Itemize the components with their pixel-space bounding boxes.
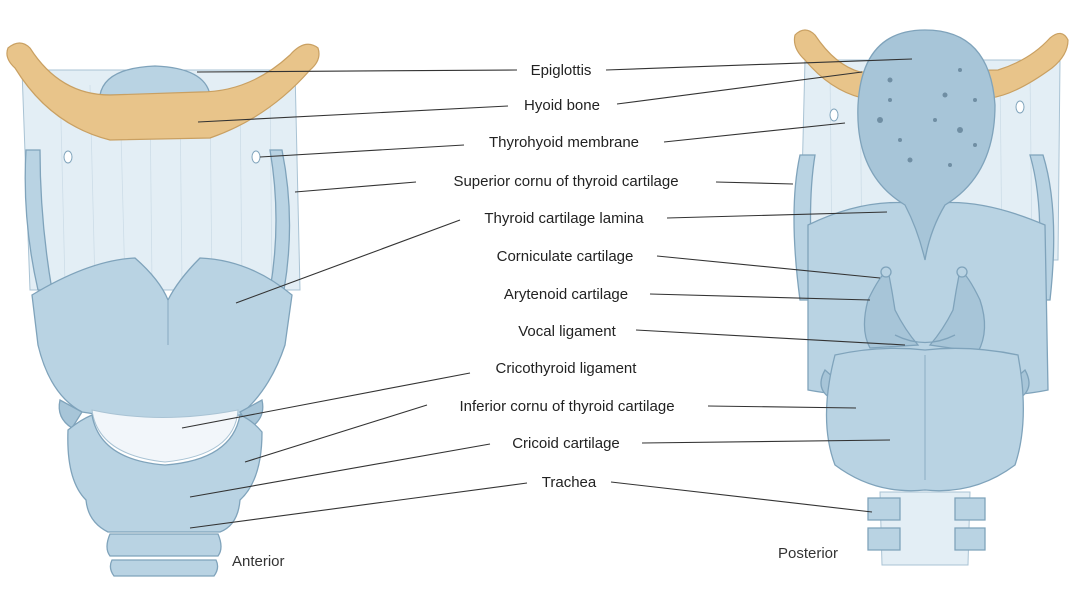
posterior-vocal-ligament <box>894 334 956 344</box>
leader-epiglottis-posterior <box>605 58 913 71</box>
posterior-epiglottis-pits <box>877 68 977 167</box>
leader-thyrohyoid-posterior <box>663 122 846 143</box>
leader-thyroid-lamina-anterior <box>235 219 461 304</box>
posterior-trachea-ring-right-1 <box>954 497 986 521</box>
anterior-membrane-fibres <box>59 79 273 286</box>
anterior-cricoid-cartilage <box>67 414 263 533</box>
leader-thyrohyoid-anterior <box>259 144 465 158</box>
posterior-view-label: Posterior <box>778 545 838 562</box>
leader-cricothyroid-anterior <box>181 372 471 429</box>
leader-superior-cornu-posterior <box>715 181 794 185</box>
label-thyrohyoid-membrane: Thyrohyoid membrane <box>489 134 639 151</box>
posterior-trachea-ring-left-2 <box>867 527 901 551</box>
leader-corniculate-posterior <box>656 255 881 279</box>
leader-hyoid-posterior <box>616 71 863 105</box>
label-epiglottis: Epiglottis <box>531 62 592 79</box>
leader-epiglottis-anterior <box>196 69 518 73</box>
leader-trachea-anterior <box>189 482 528 529</box>
anterior-foramen-right <box>251 150 261 164</box>
leader-trachea-posterior <box>610 481 873 513</box>
leader-arytenoid-posterior <box>649 293 871 301</box>
posterior-foramen-left <box>829 108 839 122</box>
label-hyoid-bone: Hyoid bone <box>524 97 600 114</box>
anterior-hyoid-bone <box>6 42 320 141</box>
anterior-trachea-ring-1 <box>106 533 222 557</box>
posterior-trachea-ring-left-1 <box>867 497 901 521</box>
leader-cricoid-posterior <box>641 439 891 444</box>
label-vocal-ligament: Vocal ligament <box>518 323 616 340</box>
label-arytenoid: Arytenoid cartilage <box>504 286 628 303</box>
label-thyroid-lamina: Thyroid cartilage lamina <box>484 210 644 227</box>
label-trachea: Trachea <box>542 474 597 491</box>
leader-cricoid-anterior <box>189 443 491 498</box>
leader-thyroid-lamina-posterior <box>666 211 888 219</box>
label-inferior-cornu: Inferior cornu of thyroid cartilage <box>459 398 674 415</box>
label-superior-cornu: Superior cornu of thyroid cartilage <box>453 173 678 190</box>
leader-inferior-cornu-anterior <box>244 404 428 463</box>
leader-vocal-ligament-posterior <box>635 329 906 346</box>
leader-superior-cornu-anterior <box>294 181 417 193</box>
label-cricoid: Cricoid cartilage <box>512 435 620 452</box>
leader-hyoid-anterior <box>197 105 509 123</box>
posterior-trachea-ring-right-2 <box>954 527 986 551</box>
leader-inferior-cornu-posterior <box>707 405 857 409</box>
label-cricothyroid-ligament: Cricothyroid ligament <box>496 360 638 377</box>
anterior-cricothyroid-ligament <box>91 409 239 463</box>
anterior-view-label: Anterior <box>232 553 285 570</box>
anterior-foramen-left <box>63 150 73 164</box>
posterior-corniculate-right <box>956 266 968 278</box>
posterior-epiglottis <box>857 29 996 261</box>
anterior-epiglottis <box>99 65 211 96</box>
posterior-corniculate-left <box>880 266 892 278</box>
leader-lines <box>181 58 913 529</box>
posterior-view: Posterior <box>778 29 1069 566</box>
anterior-trachea-ring-2 <box>109 559 219 577</box>
posterior-foramen-right <box>1015 100 1025 114</box>
anterior-view: Anterior <box>6 42 320 577</box>
label-corniculate: Corniculate cartilage <box>497 248 634 265</box>
structure-labels: Epiglottis Hyoid bone Thyrohyoid membran… <box>453 62 678 491</box>
